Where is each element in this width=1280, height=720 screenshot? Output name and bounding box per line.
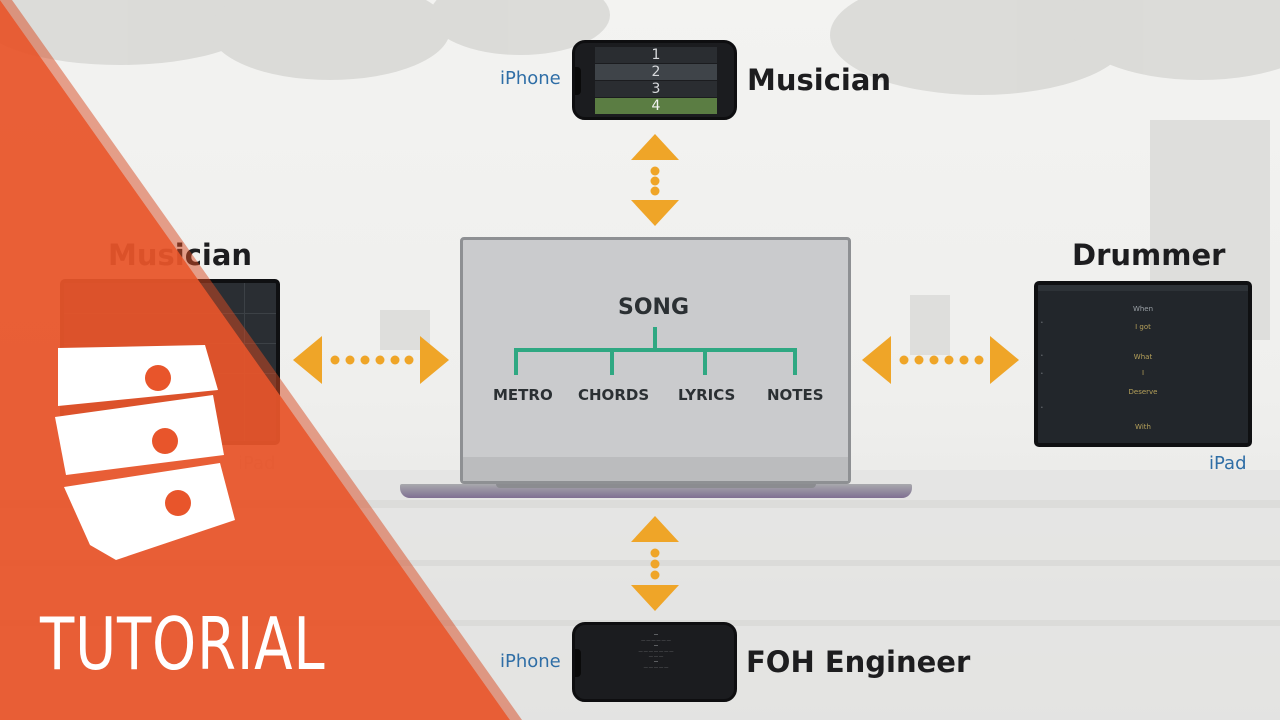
tutorial-title: TUTORIAL (40, 602, 326, 686)
top-device-type: iPhone (500, 68, 561, 89)
lyric-line: What (1133, 353, 1153, 361)
tree-child-lyrics: LYRICS (678, 386, 736, 404)
arrow-top (631, 134, 679, 226)
lyric-line: I got (1135, 323, 1151, 331)
setlist-row: 1 (595, 47, 717, 63)
lyric-line: I (1141, 369, 1145, 377)
laptop-screen: SONG METRO CHORDS LYRICS NOTES (460, 237, 851, 484)
left-device-role: Musician (108, 238, 253, 272)
tree-child-metro: METRO (493, 386, 553, 404)
left-device-type: iPad (238, 453, 276, 474)
top-device-role: Musician (747, 63, 892, 97)
tree-child-chords: CHORDS (578, 386, 650, 404)
right-device-role: Drummer (1072, 238, 1226, 272)
setlist-row-active: 4 (595, 98, 717, 114)
lyric-line: With (1135, 423, 1151, 431)
laptop-base (400, 484, 912, 498)
top-iphone: 1 2 3 4 (572, 40, 737, 120)
bottom-device-role: FOH Engineer (746, 645, 971, 679)
arrow-right (862, 336, 1019, 384)
arrow-left (293, 336, 449, 384)
tree-child-notes: NOTES (767, 386, 824, 404)
bottom-device-type: iPhone (500, 651, 561, 672)
lyric-line: When (1132, 305, 1154, 313)
tree-lines (514, 327, 797, 375)
arrow-bottom (631, 516, 679, 611)
setlist-row: 2 (595, 64, 717, 80)
right-ipad: When I got What I Deserve With • • • • (1034, 281, 1252, 447)
setlist-screen: 1 2 3 4 (595, 47, 717, 115)
left-ipad (60, 279, 280, 445)
setlist-row: 3 (595, 81, 717, 97)
right-device-type: iPad (1209, 453, 1247, 474)
lyric-line: Deserve (1128, 388, 1158, 396)
foh-notes-screen: — — — — — — — — — — — — — — — — — — — — … (638, 631, 674, 669)
tree-root: SONG (618, 295, 690, 320)
bottom-iphone: — — — — — — — — — — — — — — — — — — — — … (572, 622, 737, 702)
